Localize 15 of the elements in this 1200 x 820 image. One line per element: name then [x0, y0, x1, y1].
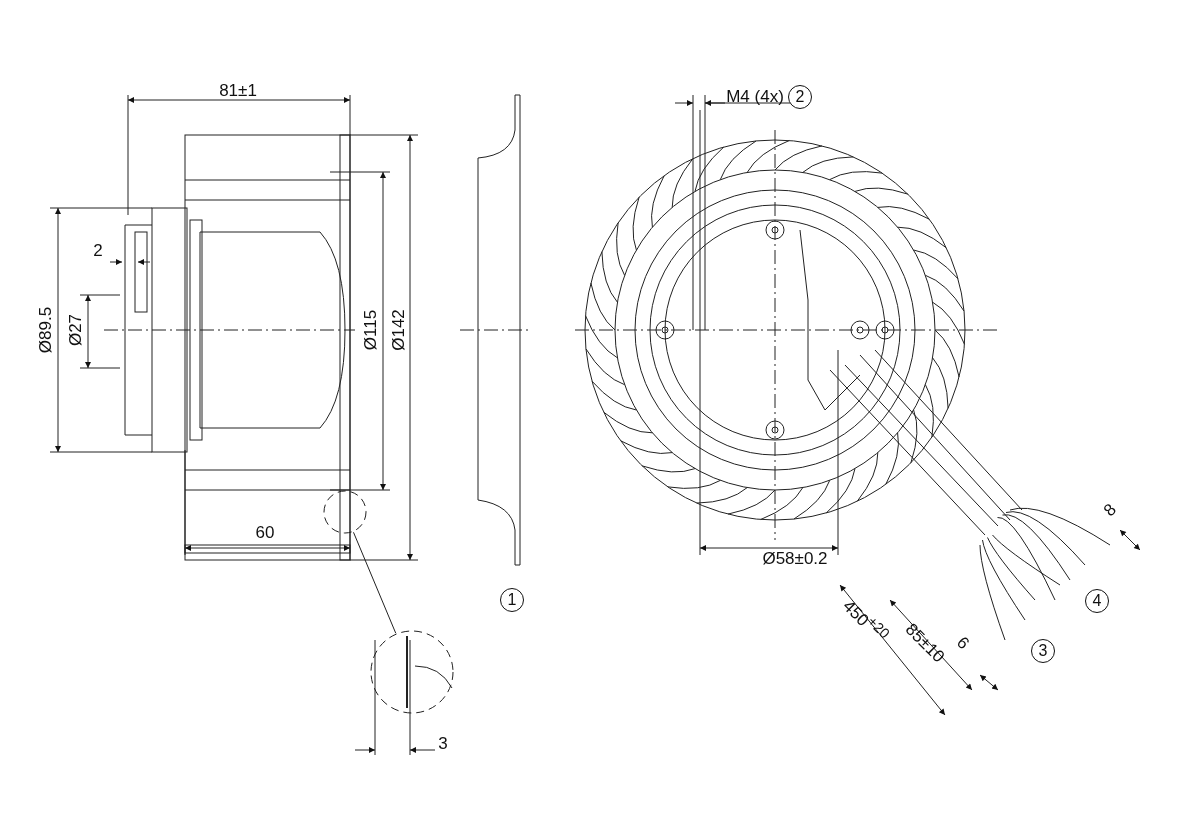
leader-line [353, 531, 397, 634]
dimension-label: 81±1 [219, 81, 257, 99]
dimension-label: M4 (4x) [726, 87, 784, 105]
dimension-label: Ø58±0.2 [762, 549, 828, 567]
dimension-label: Ø115 [361, 309, 379, 351]
dimension-label: 3 [438, 734, 448, 752]
detail-circle [323, 490, 367, 534]
detail-view [370, 630, 454, 714]
dimension-label: Ø27 [66, 313, 84, 347]
dimension-label: 60 [255, 523, 275, 541]
dimension-label: 6 [953, 633, 973, 653]
dimension-label: 2 [93, 241, 103, 259]
dimension-label: Ø142 [389, 309, 407, 351]
dimension-label: 8 [1100, 500, 1120, 520]
dimension-label: Ø89.5 [36, 306, 54, 354]
